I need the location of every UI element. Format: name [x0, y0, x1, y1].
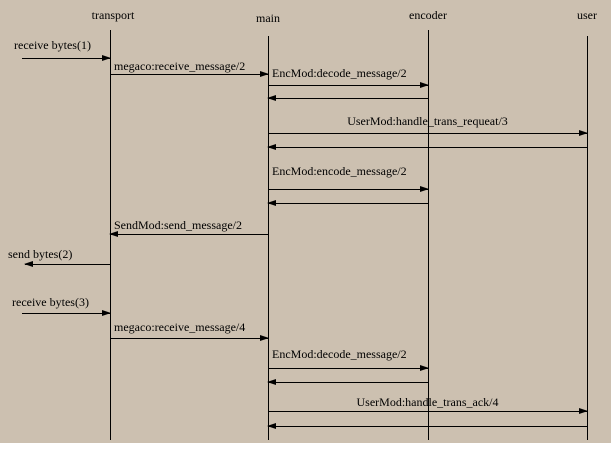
- message-arrow-send-bytes-2: [24, 261, 110, 267]
- message-arrow-encode-message: [268, 186, 429, 192]
- arrowhead-left-icon: [267, 379, 276, 385]
- message-arrow-receive-bytes-3: [22, 310, 111, 316]
- return-arrow-encode-message: [267, 200, 428, 206]
- message-arrow-receive-bytes-1: [22, 55, 111, 61]
- message-arrow-decode-message-1: [268, 82, 429, 88]
- return-arrow-handle-trans-requeat: [267, 144, 587, 150]
- message-arrow-send-message: [109, 231, 268, 237]
- lifeline-main: [268, 36, 269, 440]
- arrowhead-right-icon: [579, 408, 588, 414]
- arrowhead-right-icon: [260, 335, 269, 341]
- message-label-handle-trans-requeat: UserMod:handle_trans_requeat/3: [347, 114, 508, 128]
- arrowhead-right-icon: [102, 310, 111, 316]
- lifeline-label-main: main: [256, 11, 280, 25]
- lifeline-encoder: [428, 30, 429, 440]
- message-label-encode-message: EncMod:encode_message/2: [272, 164, 407, 178]
- arrowhead-right-icon: [102, 55, 111, 61]
- lifeline-label-transport: transport: [91, 8, 135, 22]
- message-label-decode-message-2: EncMod:decode_message/2: [272, 347, 407, 361]
- message-arrow-decode-message-2: [268, 365, 429, 371]
- arrowhead-left-icon: [267, 144, 276, 150]
- arrowhead-left-icon: [109, 231, 118, 237]
- arrowhead-right-icon: [420, 82, 429, 88]
- message-label-send-bytes-2: send bytes(2): [8, 247, 73, 261]
- arrowhead-right-icon: [420, 186, 429, 192]
- return-arrow-decode-1: [267, 95, 428, 101]
- message-arrow-megaco-receive-message-2: [110, 71, 269, 77]
- arrowhead-right-icon: [579, 130, 588, 136]
- arrowhead-left-icon: [267, 95, 276, 101]
- message-label-decode-message-1: EncMod:decode_message/2: [272, 66, 407, 80]
- message-label-megaco-receive-message-2: megaco:receive_message/2: [114, 59, 246, 73]
- arrowhead-left-icon: [267, 200, 276, 206]
- message-label-receive-bytes-1: receive bytes(1): [14, 38, 91, 52]
- lifeline-user: [587, 36, 588, 440]
- lifeline-label-user: user: [577, 8, 597, 22]
- arrowhead-right-icon: [420, 365, 429, 371]
- arrowhead-left-icon: [24, 261, 33, 267]
- message-label-handle-trans-ack: UserMod:handle_trans_ack/4: [356, 395, 499, 409]
- message-label-receive-bytes-3: receive bytes(3): [12, 295, 89, 309]
- message-arrow-handle-trans-ack: [268, 408, 588, 414]
- message-label-send-message: SendMod:send_message/2: [114, 218, 242, 232]
- message-arrow-megaco-receive-message-4: [110, 335, 269, 341]
- message-label-megaco-receive-message-4: megaco:receive_message/4: [114, 320, 246, 334]
- return-arrow-decode-2: [267, 379, 428, 385]
- message-arrow-handle-trans-requeat: [268, 130, 588, 136]
- arrowhead-left-icon: [267, 423, 276, 429]
- lifeline-label-encoder: encoder: [409, 8, 447, 22]
- arrowhead-right-icon: [260, 71, 269, 77]
- return-arrow-handle-trans-ack: [267, 423, 587, 429]
